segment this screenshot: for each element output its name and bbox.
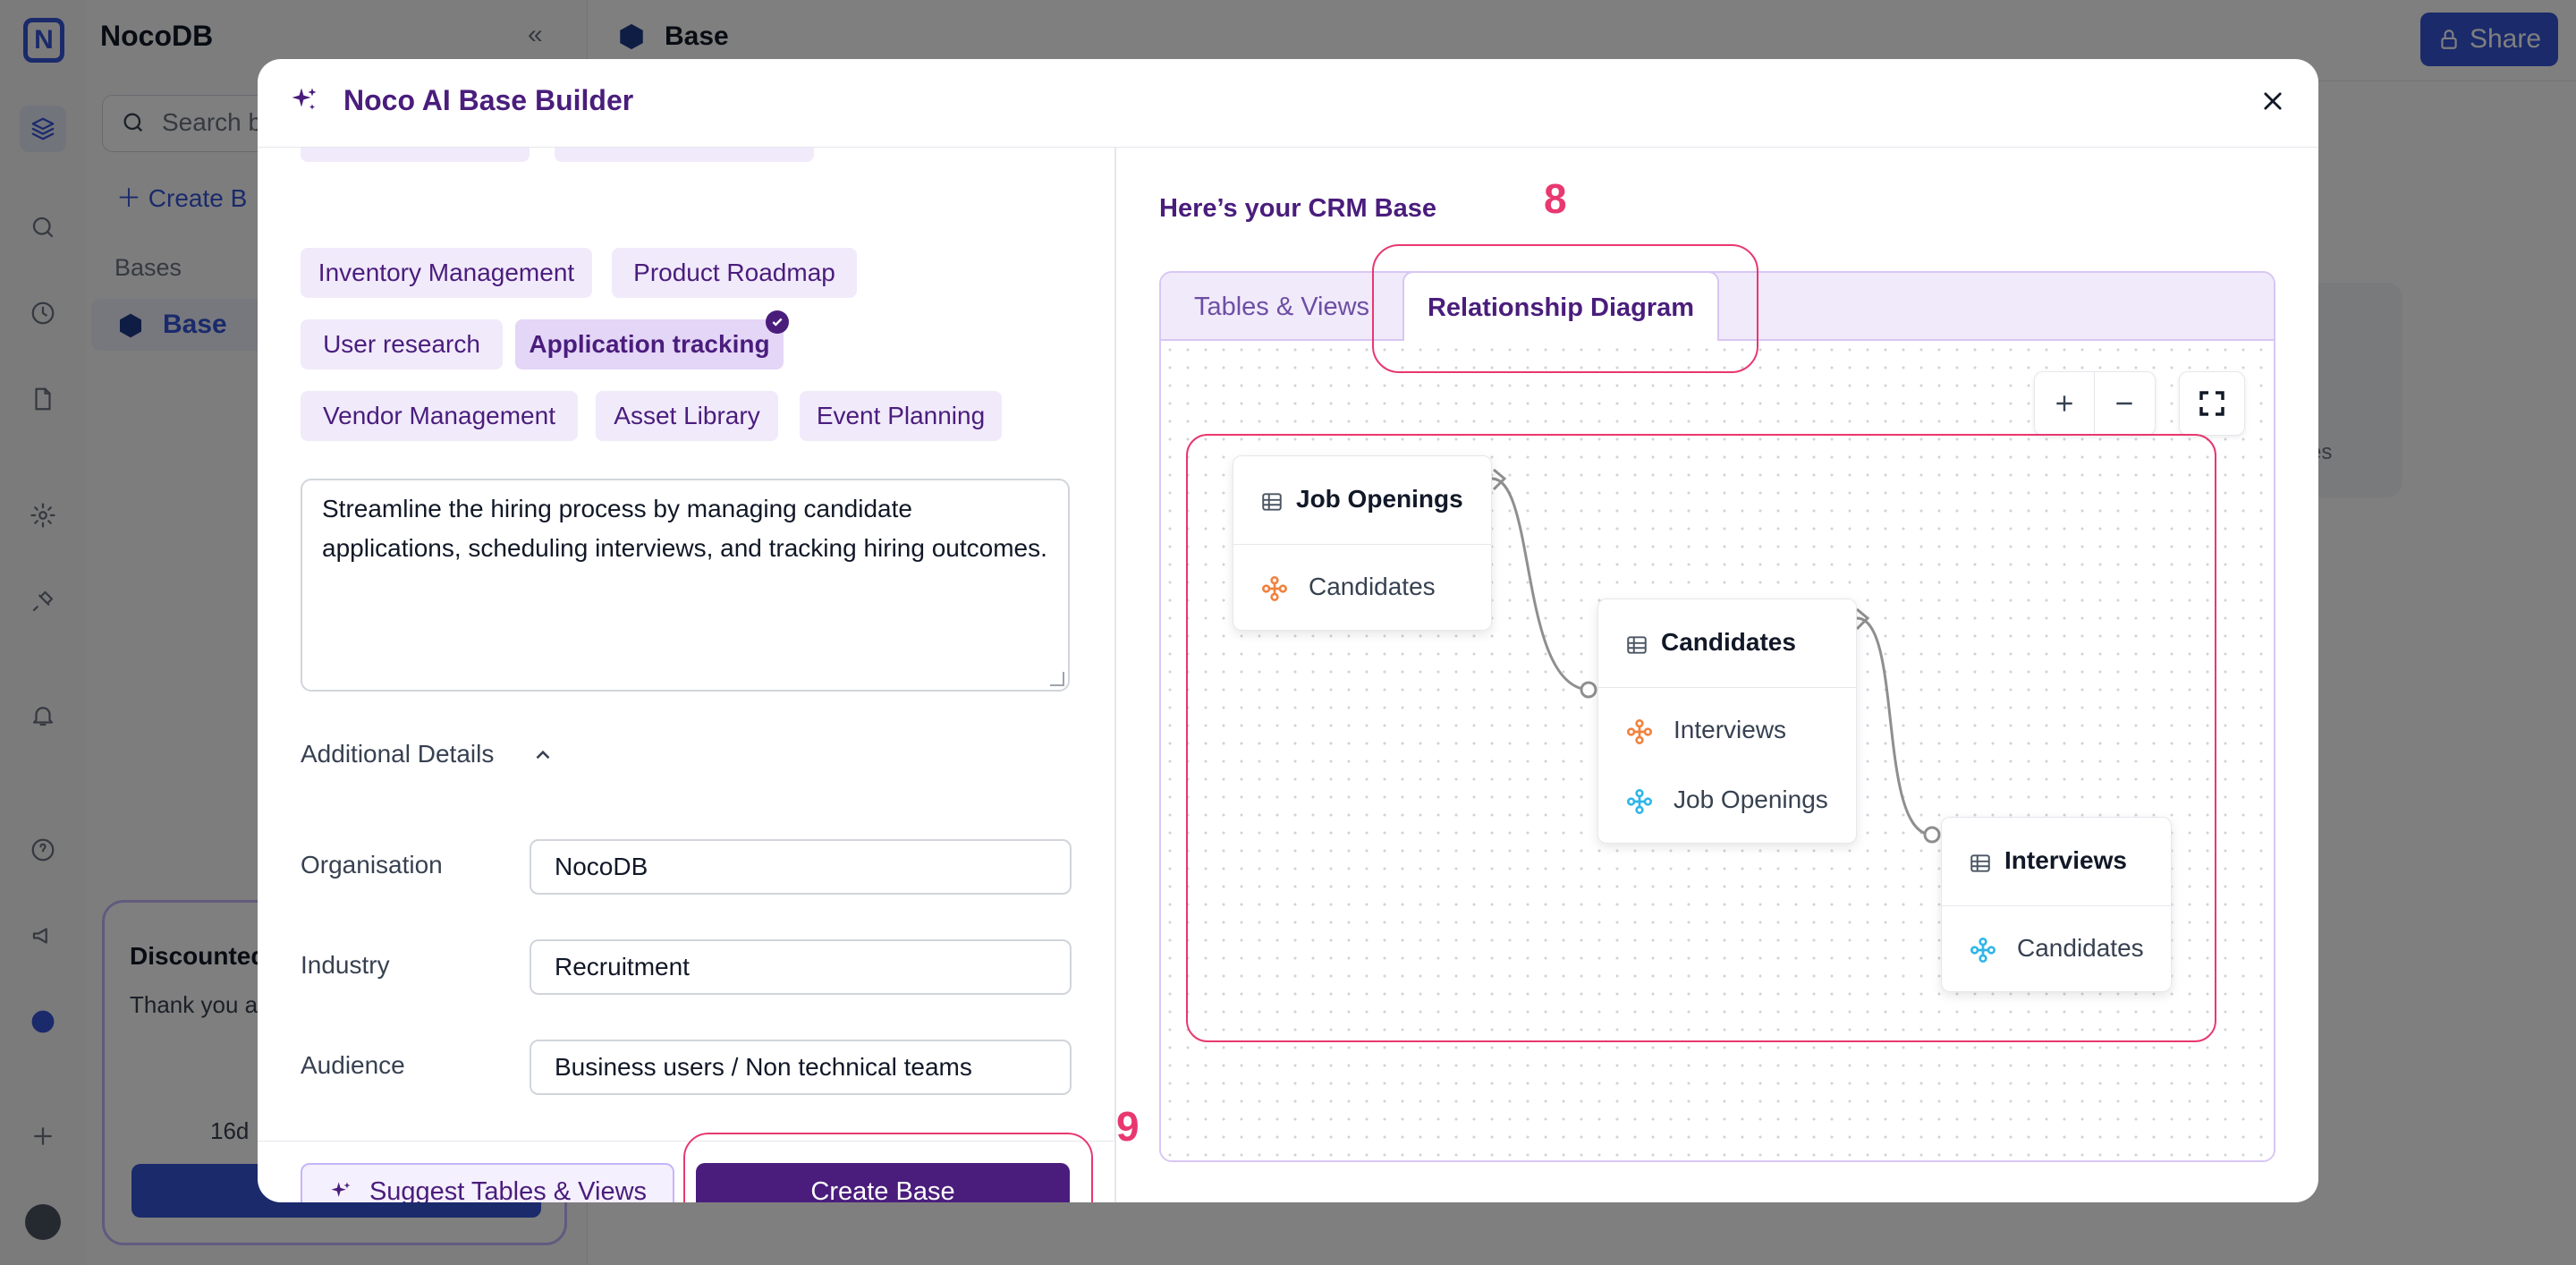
resize-handle[interactable] [1050, 672, 1064, 686]
crm-base-heading: Here’s your CRM Base [1159, 194, 1436, 223]
fullscreen-icon [2199, 391, 2224, 416]
chip-product-roadmap[interactable]: Product Roadmap [612, 248, 857, 298]
annotation-ring-create [683, 1133, 1093, 1202]
field-candidates: Candidates [1233, 562, 1491, 612]
table-node-interviews[interactable]: Interviews Candidates [1941, 817, 2172, 992]
field-name: Candidates [2017, 934, 2144, 962]
zoom-controls [2034, 371, 2156, 436]
table-icon [1970, 854, 1990, 872]
check-icon [766, 310, 789, 334]
edge-endpoint [1923, 826, 1941, 844]
table-node-header: Job Openings [1233, 456, 1491, 545]
has-many-link-icon [1262, 576, 1287, 601]
chip-application-tracking[interactable]: Application tracking [515, 310, 789, 369]
audience-label: Audience [301, 1051, 405, 1079]
belongs-to-link-icon [1970, 938, 1996, 963]
annotation-number-9: 9 [1116, 1103, 1140, 1150]
right-panel: Here’s your CRM Base 8 Tables & Views Re… [1116, 148, 2318, 1202]
close-button[interactable] [2250, 79, 2295, 123]
audience-field[interactable]: Business users / Non technical teams [530, 1040, 1072, 1095]
zoom-out-button[interactable] [2095, 372, 2154, 435]
chevron-up-icon[interactable] [531, 743, 555, 767]
table-node-candidates[interactable]: Candidates Interviews Job Openings [1597, 599, 1857, 844]
chip-label: Inventory Management [318, 259, 575, 286]
tab-relationship-diagram[interactable]: Relationship Diagram [1402, 273, 1719, 343]
has-many-link-icon [1627, 719, 1652, 744]
table-node-title: Candidates [1661, 628, 1796, 656]
modal-title: Noco AI Base Builder [343, 84, 634, 116]
description-textarea[interactable]: Streamline the hiring process by managin… [301, 479, 1070, 692]
field-name: Job Openings [1674, 785, 1828, 813]
ai-base-builder-modal: Noco AI Base Builder Inventory Managemen… [258, 59, 2318, 1202]
plus-icon [2056, 395, 2072, 412]
chip-label: Event Planning [816, 402, 986, 429]
table-node-title: Job Openings [1296, 485, 1463, 513]
chip-partial[interactable] [301, 148, 530, 162]
chip-label: Product Roadmap [633, 259, 835, 286]
chip-label: Application tracking [529, 330, 770, 358]
diagram-canvas[interactable]: Job Openings Candidates Candidates [1161, 341, 2274, 1160]
suggest-tables-views-button[interactable]: Suggest Tables & Views [301, 1163, 674, 1202]
suggest-label: Suggest Tables & Views [369, 1176, 648, 1203]
industry-field[interactable]: Recruitment [530, 939, 1072, 995]
tab-tables-views[interactable]: Tables & Views [1193, 292, 1370, 321]
table-node-job-openings[interactable]: Job Openings Candidates [1233, 455, 1492, 631]
table-icon [1627, 636, 1647, 654]
field-candidates: Candidates [1942, 923, 2171, 973]
fullscreen-button[interactable] [2179, 371, 2245, 436]
industry-label: Industry [301, 951, 390, 979]
chip-event-planning[interactable]: Event Planning [800, 391, 1002, 441]
chip-user-research[interactable]: User research [301, 319, 503, 369]
tab-bar: Tables & Views Relationship Diagram [1161, 273, 2274, 343]
chip-asset-library[interactable]: Asset Library [596, 391, 778, 441]
belongs-to-link-icon [1627, 789, 1652, 814]
edge-arrow [1492, 468, 1507, 491]
chip-inventory-management[interactable]: Inventory Management [301, 248, 592, 298]
relationship-edges [1491, 468, 1941, 844]
chip-label: Asset Library [614, 402, 760, 429]
left-panel: Inventory Management Product Roadmap Use… [258, 148, 1116, 1202]
table-node-title: Interviews [2004, 846, 2127, 874]
close-icon [2264, 92, 2282, 110]
edge-endpoint [1580, 681, 1597, 699]
annotation-number-8: 8 [1544, 175, 1567, 222]
sparkle-icon [292, 88, 317, 110]
minus-icon [2116, 402, 2132, 405]
footer-divider [258, 1141, 1114, 1142]
chip-label: Vendor Management [323, 402, 555, 429]
field-interviews: Interviews [1598, 705, 1856, 755]
sparkle-icon [331, 1182, 351, 1197]
schema-preview: Tables & Views Relationship Diagram [1159, 271, 2275, 1162]
zoom-in-button[interactable] [2035, 372, 2095, 435]
edge-arrow [1855, 607, 1870, 631]
chip-label: User research [323, 330, 480, 358]
edge-jobopenings-candidates [1491, 477, 1591, 692]
table-node-header: Candidates [1598, 599, 1856, 688]
modal-header: Noco AI Base Builder [258, 59, 2318, 148]
create-base-button[interactable]: Create Base [696, 1163, 1070, 1202]
annotation-ring-tab [1372, 244, 1758, 373]
organisation-field[interactable]: NocoDB [530, 839, 1072, 895]
field-name: Candidates [1309, 573, 1436, 600]
annotation-ring-diagram [1186, 434, 2216, 1042]
description-text: Streamline the hiring process by managin… [322, 495, 1047, 562]
chip-vendor-management[interactable]: Vendor Management [301, 391, 578, 441]
table-icon [1262, 493, 1282, 511]
table-node-header: Interviews [1942, 818, 2171, 906]
field-name: Interviews [1674, 716, 1787, 743]
edge-candidates-interviews [1856, 616, 1933, 836]
additional-details-toggle[interactable]: Additional Details [301, 740, 495, 768]
organisation-label: Organisation [301, 851, 443, 879]
chip-partial[interactable] [555, 148, 814, 162]
field-job-openings: Job Openings [1598, 775, 1856, 825]
